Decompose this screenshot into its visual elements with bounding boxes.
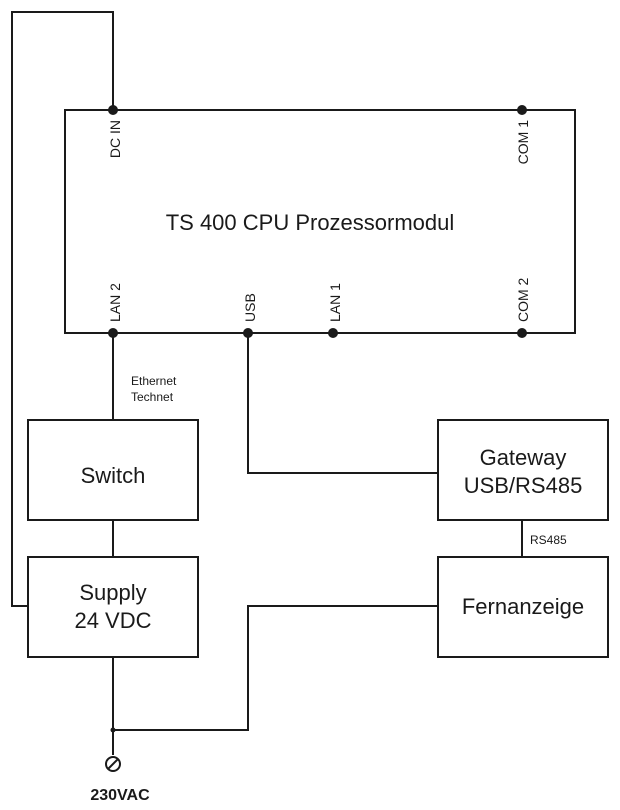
port-dot-dc-in xyxy=(108,105,118,115)
fernanzeige-box xyxy=(437,556,609,658)
ethernet-label-line2: Technet xyxy=(131,390,174,404)
port-label-dc-in: DC IN xyxy=(107,120,123,158)
fernanzeige-label: Fernanzeige xyxy=(462,594,584,619)
gateway-label-line2: USB/RS485 xyxy=(464,473,583,498)
supply-label-line1: Supply xyxy=(79,580,146,605)
rs485-label: RS485 xyxy=(530,533,567,547)
port-dot-usb xyxy=(243,328,253,338)
supply-box xyxy=(27,556,199,658)
cpu-module-title: TS 400 CPU Prozessormodul xyxy=(166,210,455,235)
mains-terminal-icon xyxy=(105,756,121,772)
dc-power-wire xyxy=(11,11,114,607)
switch-box xyxy=(27,419,199,521)
gateway-box xyxy=(437,419,609,521)
mains-junction-dot xyxy=(110,727,116,733)
mains-label: 230VAC xyxy=(90,787,150,804)
port-label-usb: USB xyxy=(242,293,258,322)
port-dot-lan1 xyxy=(328,328,338,338)
supply-label-line2: 24 VDC xyxy=(74,608,151,633)
switch-label: Switch xyxy=(81,463,146,488)
port-dot-com1 xyxy=(517,105,527,115)
cpu-module-box xyxy=(64,109,576,334)
ethernet-label-line1: Ethernet xyxy=(131,374,177,388)
port-label-lan2: LAN 2 xyxy=(107,283,123,322)
port-label-com1: COM 1 xyxy=(515,120,531,165)
port-label-lan1: LAN 1 xyxy=(327,283,343,322)
mains-wire-fernanzeige xyxy=(113,605,438,731)
usb-wire xyxy=(247,333,438,474)
port-dot-com2 xyxy=(517,328,527,338)
port-label-com2: COM 2 xyxy=(515,277,531,322)
port-dot-lan2 xyxy=(108,328,118,338)
gateway-label-line1: Gateway xyxy=(480,445,567,470)
